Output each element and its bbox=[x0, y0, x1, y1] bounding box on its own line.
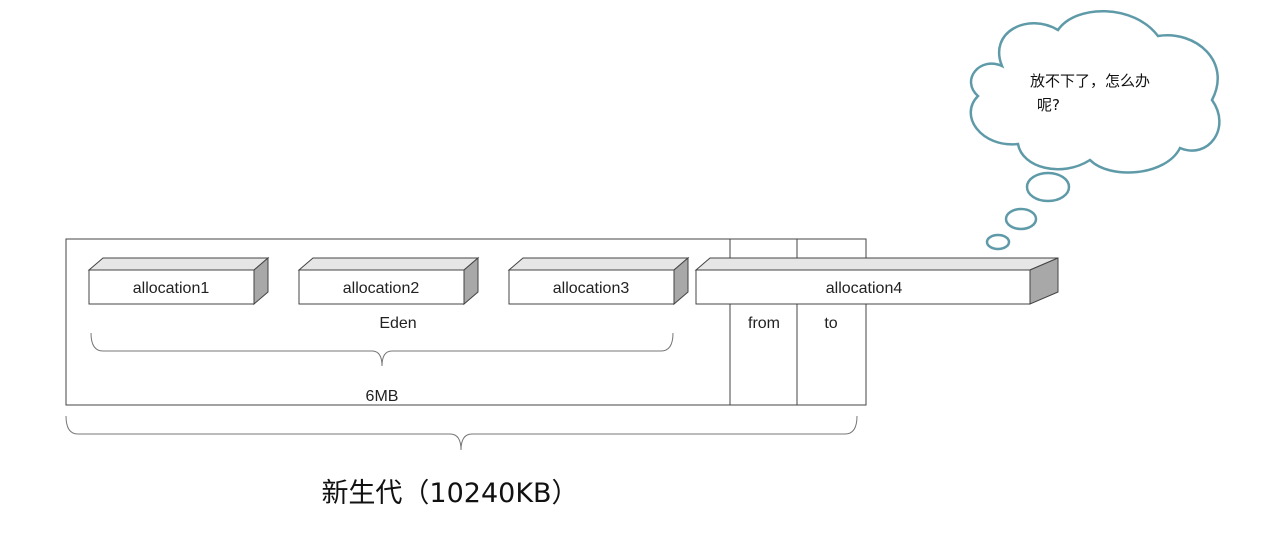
to-label: to bbox=[824, 315, 837, 332]
thought-dot-medium bbox=[1004, 207, 1038, 231]
allocation3-label: allocation3 bbox=[553, 280, 630, 297]
eden-label: Eden bbox=[379, 315, 416, 332]
allocation1-block: allocation1 bbox=[87, 256, 270, 306]
thought-bubble: 放不下了，怎么办 呢? bbox=[969, 10, 1221, 251]
allocation1-label: allocation1 bbox=[133, 280, 210, 297]
young-generation-region bbox=[65, 238, 867, 406]
eden-size-label: 6MB bbox=[366, 388, 399, 405]
allocation2-block: allocation2 bbox=[297, 256, 480, 306]
allocation3-block: allocation3 bbox=[507, 256, 690, 306]
thought-dot-large bbox=[1025, 171, 1071, 203]
young-generation-brace bbox=[65, 415, 858, 451]
from-label: from bbox=[748, 315, 780, 332]
thought-dot-small bbox=[985, 233, 1011, 251]
allocation4-label: allocation4 bbox=[826, 280, 903, 297]
thought-cloud bbox=[969, 10, 1221, 174]
young-generation-label: 新生代（10240KB） bbox=[321, 478, 578, 509]
allocation4-block: allocation4 bbox=[694, 257, 1059, 305]
allocation2-label: allocation2 bbox=[343, 280, 420, 297]
eden-brace bbox=[90, 332, 674, 367]
thought-text-line2: 呢? bbox=[1037, 96, 1060, 114]
thought-text-line1: 放不下了，怎么办 bbox=[1030, 72, 1150, 90]
